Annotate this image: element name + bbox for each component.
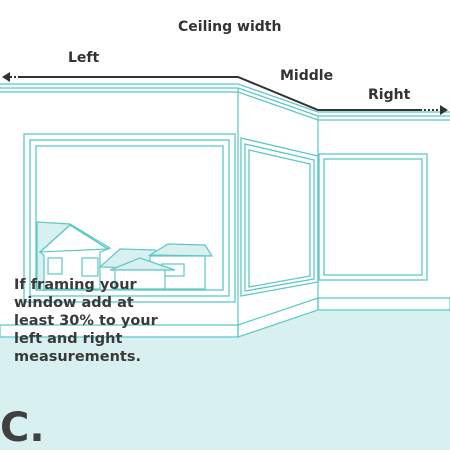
label-left: Left (68, 50, 100, 66)
window-middle (240, 137, 319, 297)
arrow-right-icon (420, 105, 448, 115)
note-line: window add at (14, 295, 134, 311)
diagram-title: Ceiling width (178, 19, 282, 35)
crown-molding (0, 83, 450, 121)
floor (0, 307, 450, 450)
panel-letter: C. (0, 405, 45, 451)
note-line: If framing your (14, 277, 137, 293)
window-left (23, 133, 236, 303)
framing-note: If framing your window add at least 30% … (14, 276, 174, 366)
window-right (318, 153, 428, 281)
window-scenery (36, 221, 214, 291)
arrow-left-icon (2, 72, 20, 82)
note-line: measurements. (14, 349, 142, 365)
ceiling-measure-line (20, 76, 420, 111)
note-line: least 30% to your (14, 313, 158, 329)
label-right: Right (368, 87, 411, 103)
label-middle: Middle (280, 68, 334, 84)
baseboard (0, 297, 450, 338)
note-line: left and right (14, 331, 123, 347)
